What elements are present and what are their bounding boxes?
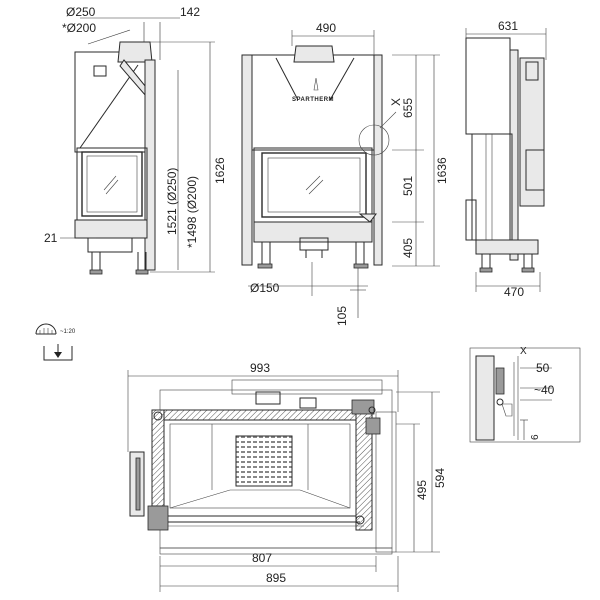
dim-detail-x-label: X (389, 98, 403, 106)
dim-air-d150: Ø150 (250, 281, 280, 295)
dim-detail-50: 50 (536, 361, 550, 375)
dim-height-1521: 1521 (Ø250) (165, 168, 179, 235)
dim-detail-6: 6 (530, 434, 541, 440)
plan-grate (235, 435, 293, 487)
side-inspection-hatch (93, 65, 107, 77)
side-flue-collar (117, 41, 153, 63)
dim-offset-142: 142 (180, 5, 200, 19)
dim-height-655: 655 (401, 98, 415, 118)
dim-height-501: 501 (401, 176, 415, 196)
detail-x-label: X (520, 346, 527, 357)
dim-plan-895: 895 (266, 571, 286, 585)
dim-depth-470: 470 (504, 285, 524, 299)
dim-plan-495: 495 (415, 480, 429, 500)
section-arrow-icon (43, 344, 73, 361)
dim-width-490: 490 (316, 21, 336, 35)
side-glass (81, 151, 143, 217)
dim-side-21: 21 (44, 231, 58, 245)
detail-x-circle (358, 124, 390, 156)
front-flue-collar (293, 45, 335, 63)
detail-x-panel (469, 347, 581, 443)
dim-flue-d200: *Ø200 (62, 21, 96, 35)
front-glass (261, 152, 367, 218)
dim-depth-631: 631 (498, 19, 518, 33)
dim-flue-d250: Ø250 (66, 5, 96, 19)
side-body-back (144, 59, 156, 271)
dim-height-405: 405 (401, 238, 415, 258)
scale-icon (35, 323, 57, 335)
side-view (60, 17, 215, 275)
dim-plan-594: 594 (433, 468, 447, 488)
dim-plan-993: 993 (250, 361, 270, 375)
dim-air-105: 105 (335, 306, 349, 326)
dim-height-1498: *1498 (Ø200) (185, 176, 199, 248)
right-side-view (465, 28, 547, 292)
dim-height-1626: 1626 (213, 157, 227, 184)
dim-height-1636: 1636 (435, 157, 449, 184)
brand-logo: SPARTHERM (292, 97, 334, 103)
dim-detail-40: ~40 (534, 383, 555, 397)
front-view (241, 30, 440, 318)
scale-label: ~1:20 (60, 329, 76, 335)
dim-plan-807: 807 (252, 551, 272, 565)
plan-view (127, 370, 440, 592)
side-base (74, 219, 148, 239)
front-base (253, 221, 373, 243)
